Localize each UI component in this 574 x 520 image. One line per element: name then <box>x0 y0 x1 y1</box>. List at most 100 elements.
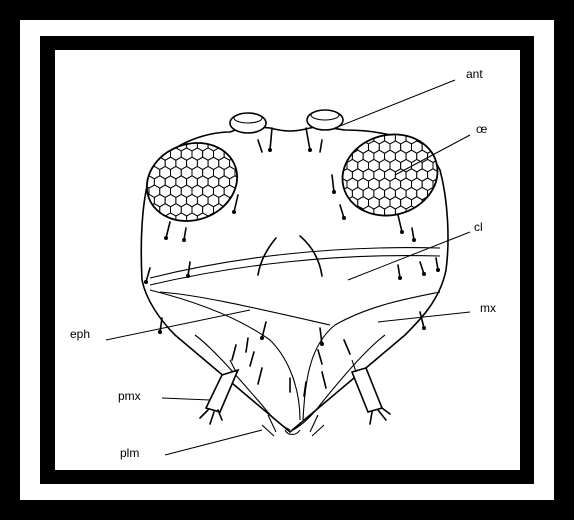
eye-facet <box>128 148 139 160</box>
eye-facet <box>171 129 182 141</box>
eye-facet <box>117 148 128 160</box>
eye-facet <box>460 243 471 255</box>
eye-facet <box>267 111 278 123</box>
eye-facet <box>240 101 251 113</box>
eye-facet <box>444 160 455 172</box>
eye-facet <box>422 104 433 116</box>
eye-facet <box>433 104 444 116</box>
eye-facet <box>112 101 123 113</box>
eye-facet <box>106 129 117 141</box>
eye-facet <box>128 129 139 141</box>
leader-plm <box>165 430 262 455</box>
eye-facet <box>401 104 412 116</box>
eye-facet <box>476 104 487 116</box>
eye-facet <box>154 139 165 151</box>
eye-facet <box>149 129 160 141</box>
eye-facet <box>460 169 471 181</box>
eye-facet <box>149 111 160 123</box>
eye-facet <box>310 94 321 106</box>
eye-facet <box>428 132 439 144</box>
eye-facet <box>122 250 133 262</box>
eye-facet <box>438 113 449 125</box>
eye-facet <box>251 101 262 113</box>
eye-facet <box>165 101 176 113</box>
eye-facet <box>412 104 423 116</box>
eye-facet <box>449 94 460 106</box>
eye-facet <box>122 139 133 151</box>
eye-facet <box>106 222 117 234</box>
eye-facet <box>101 250 112 262</box>
eye-facet <box>106 148 117 160</box>
label-plm: plm <box>120 446 139 460</box>
eye-facet <box>401 122 412 134</box>
eye-facet <box>138 148 149 160</box>
eye-facet <box>138 111 149 123</box>
eye-facet <box>449 206 460 218</box>
eye-facet <box>465 160 476 172</box>
eye-facet <box>133 194 144 206</box>
eye-facet <box>465 234 476 246</box>
eye-facet <box>460 150 471 162</box>
eye-facet <box>187 101 198 113</box>
eye-facet <box>144 139 155 151</box>
eye-facet <box>449 150 460 162</box>
label-cl: cl <box>474 220 483 234</box>
eye-facet <box>454 215 465 227</box>
label-oe: œ <box>476 122 487 136</box>
eye-facet <box>112 120 123 132</box>
eye-facet <box>122 213 133 225</box>
eye-facet <box>471 206 482 218</box>
eye-facet <box>454 122 465 134</box>
eye-facet <box>117 241 128 253</box>
eye-facet <box>171 111 182 123</box>
eye-facet <box>197 101 208 113</box>
eye-facet <box>117 204 128 216</box>
maxillary-palp-right <box>352 360 390 424</box>
eye-facet <box>154 120 165 132</box>
eye-facet <box>128 204 139 216</box>
eye-facet <box>465 122 476 134</box>
eye-facet <box>106 185 117 197</box>
eye-facet <box>128 222 139 234</box>
eye-facet <box>412 122 423 134</box>
eye-facet <box>133 120 144 132</box>
eye-facet <box>165 120 176 132</box>
eye-facet <box>117 185 128 197</box>
eye-facet <box>433 122 444 134</box>
eye-facet <box>133 157 144 169</box>
eye-facet <box>444 104 455 116</box>
eye-facet <box>181 111 192 123</box>
eye-facet <box>112 250 123 262</box>
eye-facet <box>438 94 449 106</box>
eye-facet <box>278 111 289 123</box>
eye-facet <box>454 160 465 172</box>
eye-facet <box>149 148 160 160</box>
eye-facet <box>385 113 396 125</box>
eye-facet <box>106 204 117 216</box>
eye-facet <box>101 176 112 188</box>
leader-pmx <box>162 398 210 400</box>
eye-facet <box>117 167 128 179</box>
eye-facet <box>465 104 476 116</box>
eye-facet <box>138 129 149 141</box>
eye-facet <box>106 167 117 179</box>
eye-facet <box>101 232 112 244</box>
eye-facet <box>122 176 133 188</box>
eye-facet <box>117 129 128 141</box>
eye-facet <box>144 101 155 113</box>
eye-facet <box>449 132 460 144</box>
eye-facet <box>219 120 230 132</box>
eye-facet <box>208 120 219 132</box>
eye-facet <box>428 113 439 125</box>
eye-facet <box>358 104 369 116</box>
eye-facet <box>122 120 133 132</box>
label-ant: ant <box>466 67 483 81</box>
eye-facet <box>128 185 139 197</box>
eye-facet <box>449 243 460 255</box>
eye-facet <box>460 113 471 125</box>
eye-facet <box>449 113 460 125</box>
eye-facet <box>128 111 139 123</box>
label-pmx: pmx <box>118 389 141 403</box>
eye-facet <box>471 169 482 181</box>
